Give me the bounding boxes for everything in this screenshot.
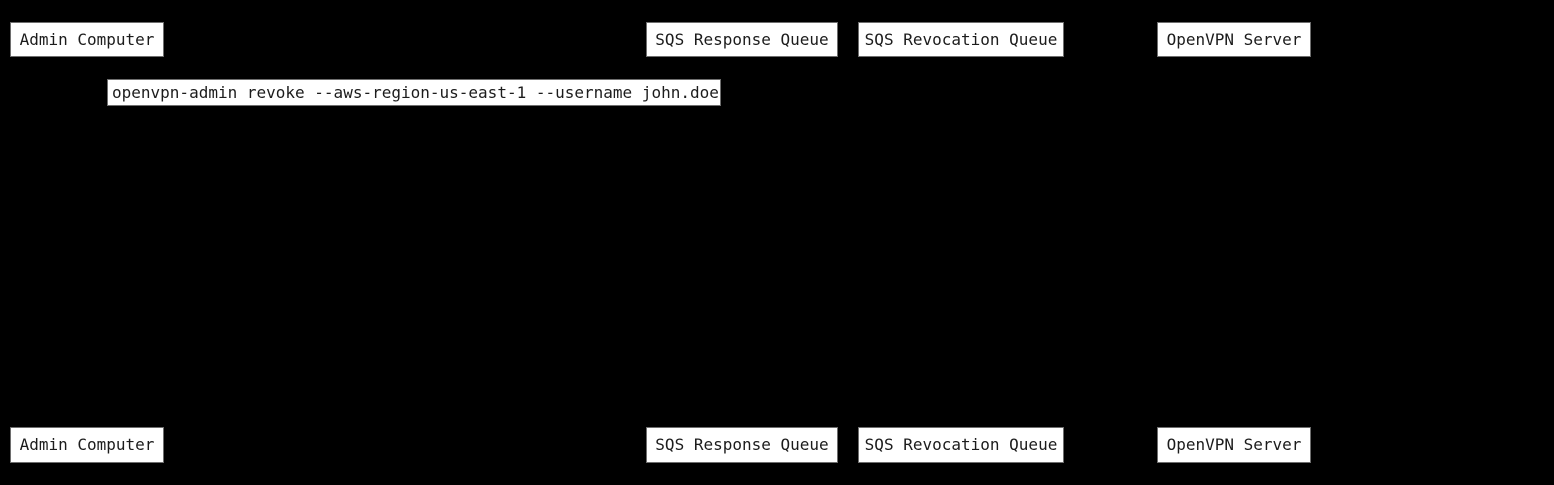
- participant-admin-computer-top: Admin Computer: [10, 22, 164, 57]
- participant-openvpn-server-top: OpenVPN Server: [1157, 22, 1311, 57]
- participant-sqs-response-queue-bottom: SQS Response Queue: [646, 427, 838, 463]
- participant-label: SQS Revocation Queue: [864, 435, 1058, 454]
- participant-label: SQS Response Queue: [655, 29, 829, 49]
- participant-admin-computer-bottom: Admin Computer: [10, 427, 164, 463]
- message-text: openvpn-admin revoke --aws-region-us-eas…: [112, 82, 719, 102]
- participant-openvpn-server-bottom: OpenVPN Server: [1157, 427, 1311, 463]
- participant-label: SQS Response Queue: [655, 435, 829, 454]
- participant-label: Admin Computer: [19, 29, 155, 49]
- participant-sqs-revocation-queue-top: SQS Revocation Queue: [858, 22, 1064, 57]
- participant-sqs-revocation-queue-bottom: SQS Revocation Queue: [858, 427, 1064, 463]
- participant-label: Admin Computer: [19, 435, 155, 454]
- participant-label: OpenVPN Server: [1166, 29, 1302, 49]
- participant-sqs-response-queue-top: SQS Response Queue: [646, 22, 838, 57]
- participant-label: OpenVPN Server: [1166, 435, 1302, 454]
- message-label-revoke-command: openvpn-admin revoke --aws-region-us-eas…: [107, 79, 721, 106]
- participant-label: SQS Revocation Queue: [864, 29, 1058, 49]
